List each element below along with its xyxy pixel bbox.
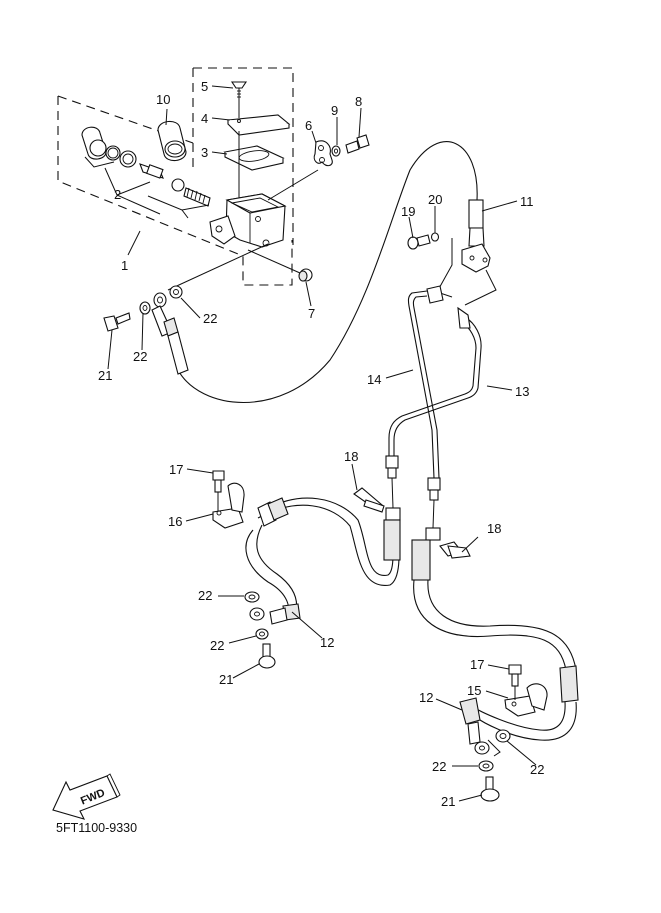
leader-joint-left — [436, 238, 453, 298]
bolt-part-17-b — [508, 664, 522, 700]
callout-5: 5 — [201, 79, 208, 94]
callout-22-e: 22 — [530, 762, 544, 777]
callout-7: 7 — [308, 306, 315, 321]
clamp-part-18-b — [439, 541, 471, 559]
leader-joint-right — [464, 269, 497, 306]
master-cylinder-kit-outline — [57, 67, 294, 286]
callout-17-right: 17 — [470, 657, 484, 672]
callout-1: 1 — [121, 258, 128, 273]
diagram-code: 5FT1100-9330 — [56, 821, 137, 835]
callout-19: 19 — [401, 204, 415, 219]
callout-2: 2 — [114, 187, 121, 202]
clamp-part-6 — [313, 140, 333, 167]
callout-4: 4 — [201, 111, 208, 126]
washer-part-22-f — [478, 760, 494, 772]
callout-22-a: 22 — [133, 349, 147, 364]
leader-body-to-clamp — [267, 169, 319, 201]
washer-part-22-d — [255, 628, 269, 640]
callout-9: 9 — [331, 103, 338, 118]
joint-part-11 — [461, 199, 491, 273]
callout-21-top: 21 — [98, 368, 112, 383]
callout-17-left: 17 — [169, 462, 183, 477]
callout-8: 8 — [355, 94, 362, 109]
washer-part-22-b — [169, 285, 183, 299]
piston-kit-part-2 — [81, 126, 211, 219]
callout-22-c: 22 — [198, 588, 212, 603]
leader-body-to-cap7 — [247, 249, 301, 274]
washer-part-22-a — [139, 301, 151, 315]
clamp-part-18-a — [353, 487, 385, 513]
union-bolt-part-21-a — [103, 312, 131, 332]
washer-part-20 — [430, 232, 440, 242]
callout-13: 13 — [515, 384, 529, 399]
callout-12-right: 12 — [419, 690, 433, 705]
callout-12-left: 12 — [320, 635, 334, 650]
bolt-part-19 — [407, 234, 431, 250]
callout-10: 10 — [156, 92, 170, 107]
washer-part-22-c — [244, 591, 260, 603]
washer-part-9 — [331, 145, 341, 157]
callout-leaders — [107, 85, 537, 802]
bolt-part-8 — [345, 134, 370, 154]
brake-hose-upper-loop — [151, 141, 478, 403]
bracket-part-15 — [504, 683, 548, 717]
bracket-part-16 — [212, 482, 245, 529]
leader-body-to-banjo — [167, 243, 269, 291]
callout-18-left: 18 — [344, 449, 358, 464]
brake-pipe-part-14 — [407, 285, 444, 479]
callout-21-left: 21 — [219, 672, 233, 687]
callout-22-d: 22 — [210, 638, 224, 653]
callout-22-f: 22 — [432, 759, 446, 774]
callout-11: 11 — [520, 194, 534, 209]
brake-hose-part-12-right — [411, 527, 579, 757]
callout-labels: 1 2 3 4 5 6 7 8 9 10 11 12 12 13 14 15 1… — [98, 79, 544, 809]
callout-6: 6 — [305, 118, 312, 133]
callout-18-right: 18 — [487, 521, 501, 536]
brake-pipe-part-13 — [388, 306, 482, 456]
callout-14: 14 — [367, 372, 381, 387]
pipe-fittings — [385, 455, 441, 529]
callout-22-b: 22 — [203, 311, 217, 326]
fwd-arrow-icon: FWD — [52, 773, 121, 820]
boot-part-10 — [157, 120, 187, 162]
callout-16: 16 — [168, 514, 182, 529]
cap-part-7 — [298, 268, 313, 282]
master-cylinder-body — [209, 193, 287, 248]
union-bolt-part-21-c — [480, 776, 500, 802]
callout-3: 3 — [201, 145, 208, 160]
union-bolt-part-21-b — [258, 643, 276, 669]
brake-hose-part-12-left — [245, 497, 401, 625]
reservoir-cap-parts — [223, 81, 291, 207]
washer-part-22-e — [495, 729, 511, 743]
bolt-part-17-a — [212, 470, 225, 511]
callout-15: 15 — [467, 683, 481, 698]
callout-20: 20 — [428, 192, 442, 207]
callout-21-right: 21 — [441, 794, 455, 809]
